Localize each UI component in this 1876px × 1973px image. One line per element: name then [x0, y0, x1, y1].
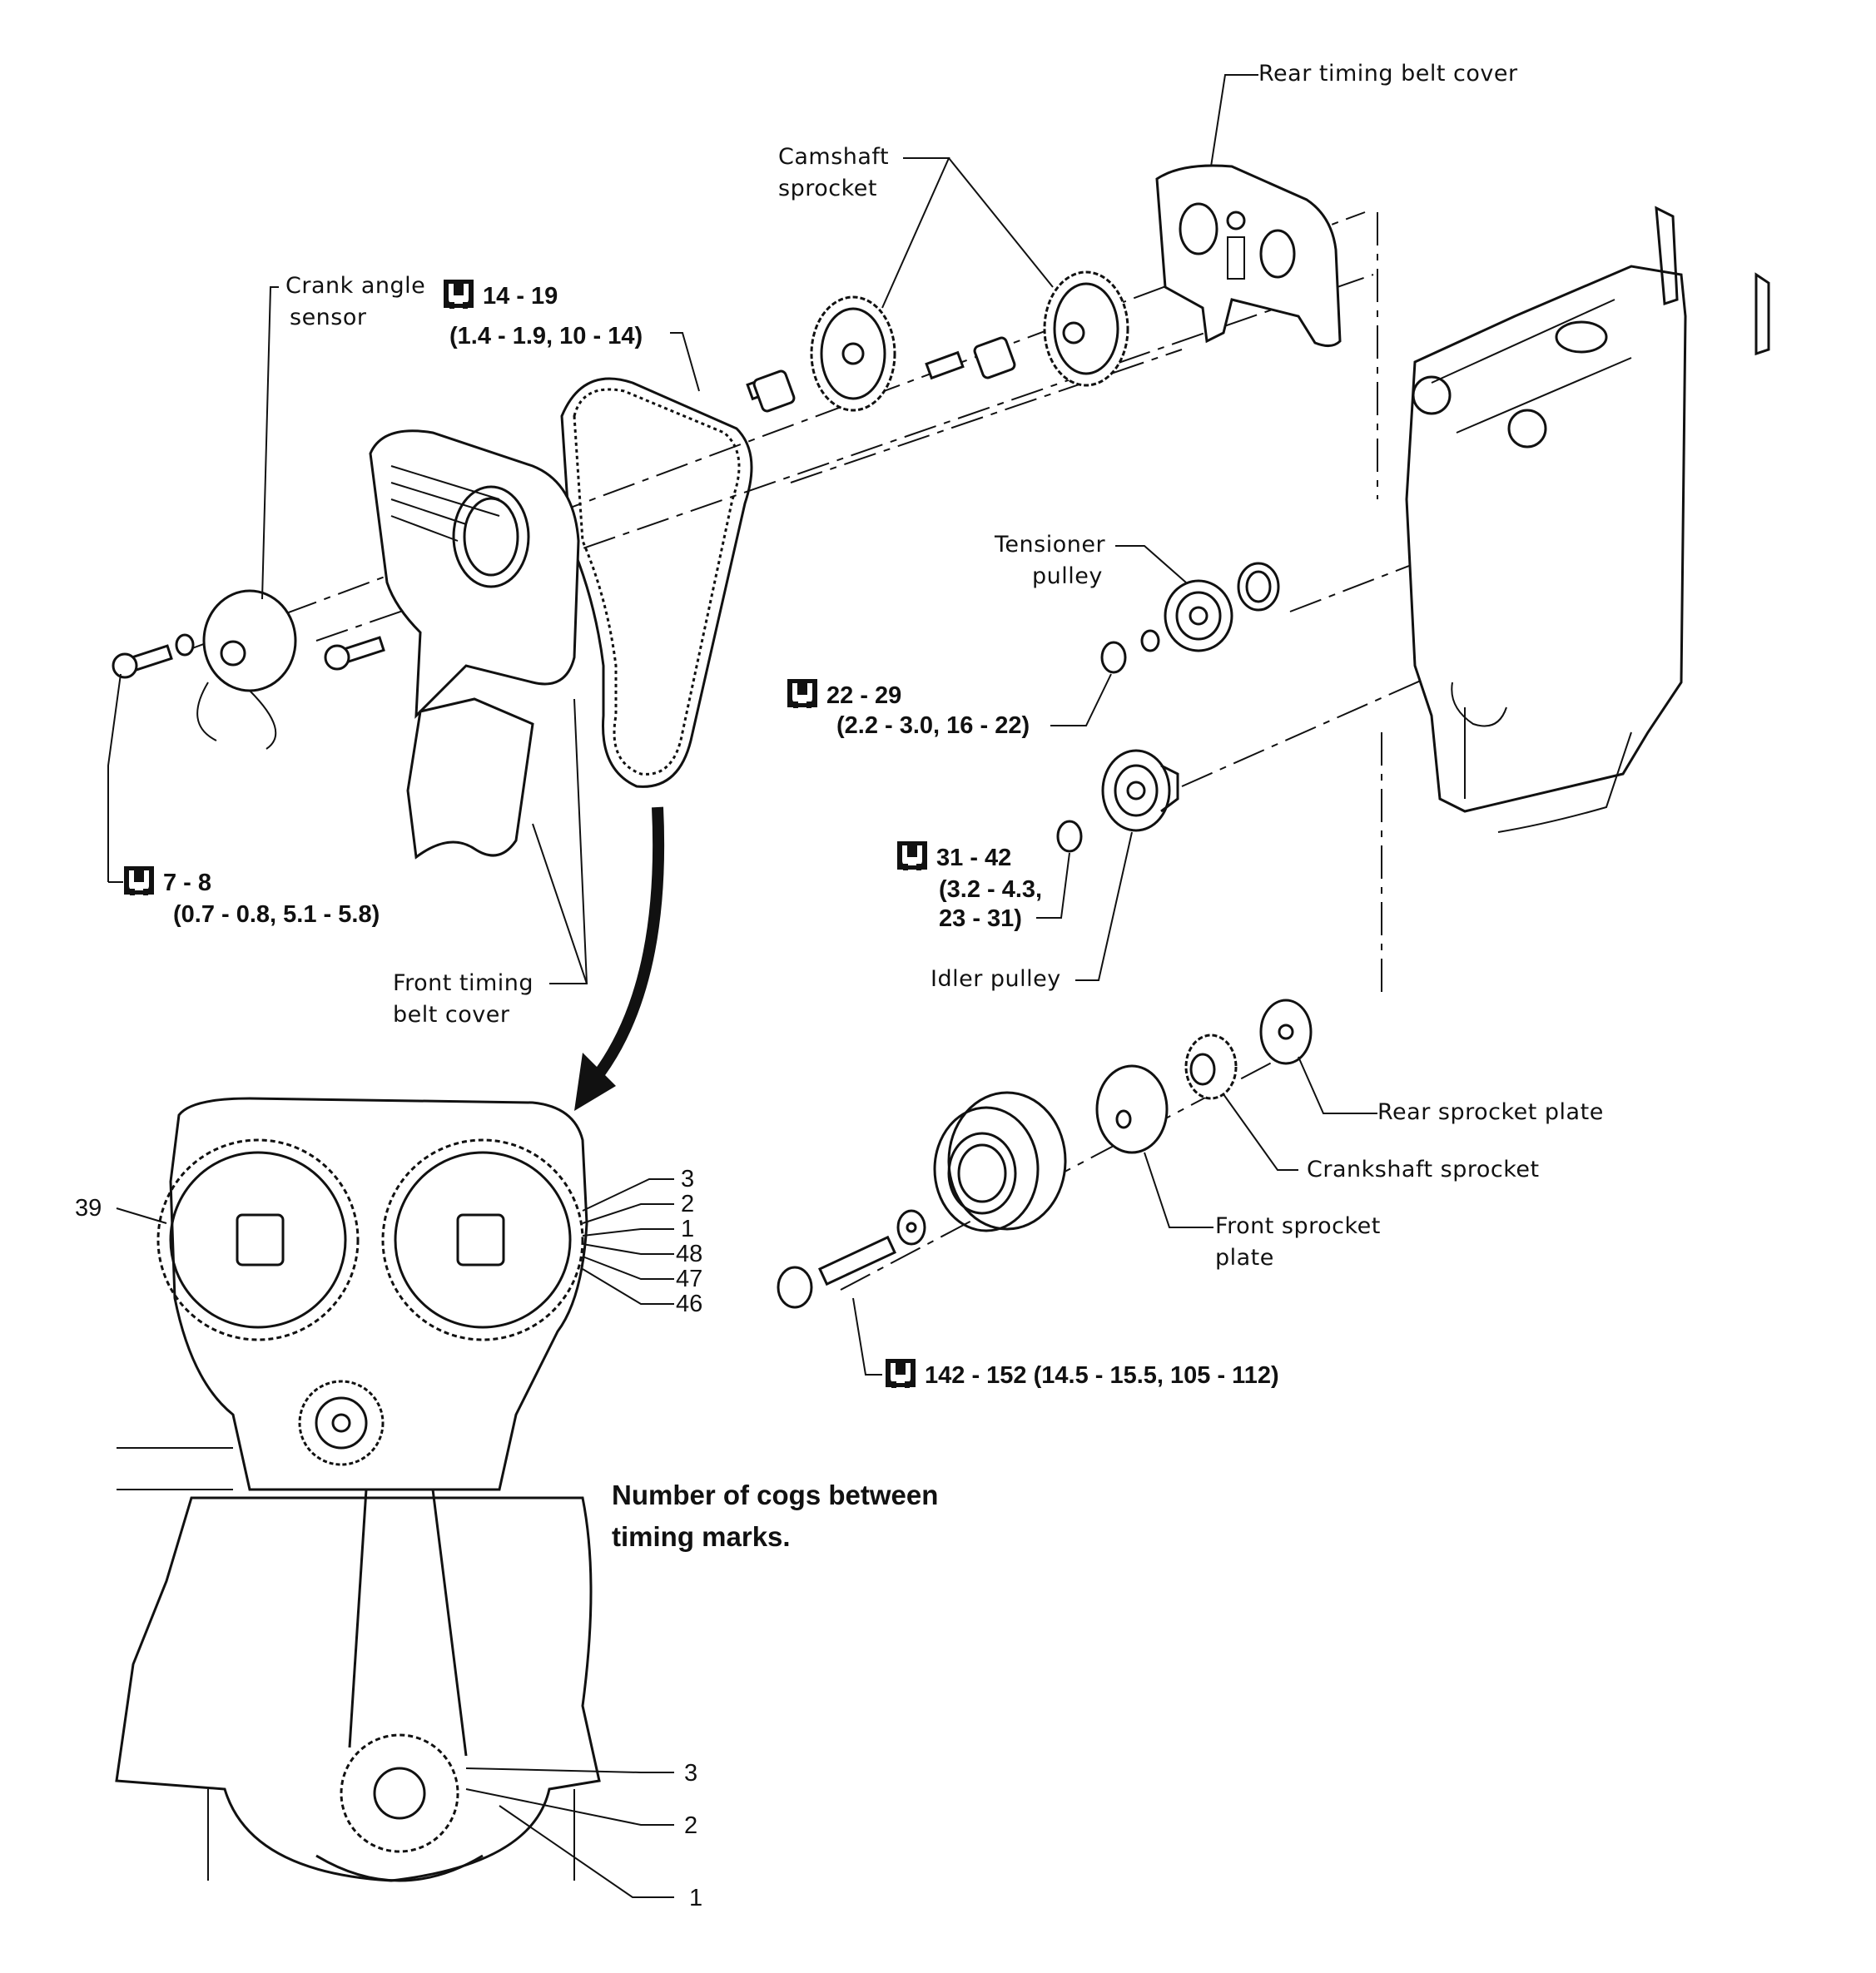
rear-timing-belt-cover — [1155, 164, 1342, 347]
wrench-torque-icon — [886, 1359, 916, 1388]
crankshaft-pulley — [933, 1091, 1067, 1232]
idler-pulley — [1101, 749, 1179, 832]
label-tensioner-pulley-line1: Tensioner — [995, 532, 1106, 558]
arrow-icon — [594, 806, 665, 1078]
torque-camshaft-bolt: 14 - 19 — [443, 279, 558, 312]
cog-count-crank: 2 — [684, 1812, 698, 1839]
wrench-torque-icon — [444, 280, 474, 309]
crank-angle-sensor-bolts — [112, 633, 385, 679]
torque-idler-nut: 31 - 42 — [896, 840, 1011, 874]
rear-sprocket-plate — [1259, 999, 1313, 1065]
label-crank-angle-sensor-line1: Crank angle — [285, 273, 426, 299]
torque-idler-nm: 31 - 42 — [936, 845, 1012, 871]
tensioner-pulley — [1164, 579, 1233, 652]
timing-detail-crank-view — [115, 1489, 601, 1882]
torque-crank-bolt: 142 - 152 (14.5 - 15.5, 105 - 112) — [885, 1358, 1279, 1391]
arrow-head-icon — [574, 1053, 616, 1111]
axis-line-upper — [178, 211, 1366, 654]
label-crank-angle-sensor-line2: sensor — [290, 305, 367, 330]
wrench-torque-icon — [897, 841, 927, 870]
label-camshaft-sprocket-line1: Camshaft — [778, 144, 890, 170]
torque-sensor-alt: (0.7 - 0.8, 5.1 - 5.8) — [173, 901, 380, 928]
label-front-timing-belt-cover-line2: belt cover — [393, 1002, 510, 1028]
idler-nut — [1056, 820, 1083, 853]
torque-idler-alt-line1: (3.2 - 4.3, — [939, 876, 1043, 903]
label-front-timing-belt-cover-line1: Front timing — [393, 970, 534, 996]
wrench-torque-icon — [124, 866, 154, 895]
engine-block — [1405, 206, 1770, 833]
cog-count-crank: 3 — [684, 1760, 698, 1787]
timing-detail-cam-view — [117, 1097, 588, 1491]
cog-count-cam-right: 46 — [676, 1291, 703, 1317]
note-cogs-line1: Number of cogs between — [612, 1480, 939, 1510]
label-rear-sprocket-plate: Rear sprocket plate — [1377, 1099, 1604, 1125]
label-crankshaft-sprocket: Crankshaft sprocket — [1307, 1157, 1540, 1182]
torque-sensor-bolt: 7 - 8 — [123, 865, 211, 899]
torque-camshaft-alt: (1.4 - 1.9, 10 - 14) — [449, 323, 643, 349]
camshaft-bolt-left — [746, 369, 796, 413]
label-front-sprocket-plate-line2: plate — [1215, 1245, 1274, 1271]
label-tensioner-pulley-line2: pulley — [1032, 563, 1103, 589]
cog-count-cam-left: 39 — [75, 1195, 102, 1222]
leader-lines — [107, 74, 1377, 1376]
front-timing-belt-cover-upper — [369, 429, 580, 719]
note-cogs-line2: timing marks. — [612, 1521, 791, 1552]
cog-count-cam-right: 48 — [676, 1241, 703, 1267]
torque-tensioner-nm: 22 - 29 — [826, 682, 902, 709]
axis-line-idler — [1181, 657, 1474, 787]
axis-line-crank — [840, 1048, 1299, 1291]
label-front-sprocket-plate-line1: Front sprocket — [1215, 1213, 1381, 1239]
cog-count-cam-right: 2 — [681, 1191, 695, 1217]
torque-crank-text: 142 - 152 (14.5 - 15.5, 105 - 112) — [925, 1362, 1279, 1389]
wrench-torque-icon — [787, 679, 817, 708]
torque-sensor-nm: 7 - 8 — [163, 870, 212, 896]
cog-count-cam-right: 47 — [676, 1266, 703, 1292]
timing-mark-leaders — [116, 1178, 674, 1898]
camshaft-sprocket-left — [810, 295, 896, 412]
camshaft-bolt-right — [925, 336, 1016, 380]
torque-tensioner-alt: (2.2 - 3.0, 16 - 22) — [836, 712, 1030, 739]
timing-belt — [573, 388, 741, 776]
label-idler-pulley: Idler pulley — [931, 966, 1061, 992]
torque-camshaft-nm: 14 - 19 — [483, 283, 558, 310]
crank-bolt-washer — [896, 1209, 926, 1246]
front-sprocket-plate — [1095, 1064, 1169, 1154]
crank-angle-sensor — [196, 589, 297, 750]
torque-tensioner-nut: 22 - 29 — [787, 678, 901, 711]
tensioner-spring — [1237, 562, 1280, 612]
front-timing-belt-cover-lower — [406, 697, 534, 860]
axis-line-cam — [790, 349, 1183, 483]
torque-idler-alt-line2: 23 - 31) — [939, 905, 1022, 932]
tensioner-nut-washer — [1100, 629, 1160, 674]
cog-count-crank: 1 — [689, 1885, 703, 1911]
label-camshaft-sprocket-line2: sprocket — [778, 176, 877, 201]
crank-bolt — [777, 1235, 897, 1309]
label-rear-timing-belt-cover: Rear timing belt cover — [1258, 61, 1518, 87]
cog-count-cam-right: 1 — [681, 1216, 695, 1242]
cog-count-cam-right: 3 — [681, 1166, 695, 1192]
camshaft-sprocket-right — [1043, 270, 1129, 387]
crankshaft-sprocket — [1184, 1034, 1238, 1100]
